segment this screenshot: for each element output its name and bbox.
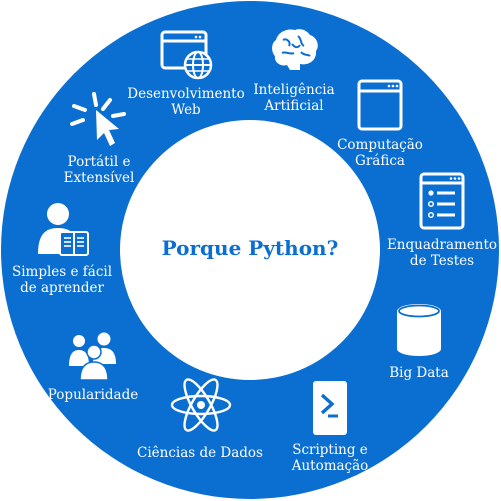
- label-web-development: Desenvolvimento Web: [127, 86, 245, 118]
- label-popularity: Popularidade: [47, 387, 139, 403]
- label-big-data: Big Data: [389, 365, 449, 381]
- label-computer-graphics: Computação Gráfica: [337, 137, 423, 169]
- window-icon: [357, 79, 403, 131]
- atom-icon: [170, 378, 232, 432]
- label-test-frameworks: Enquadramento de Testes: [386, 237, 498, 269]
- cursor-click-icon: [70, 92, 126, 146]
- checklist-icon: [419, 172, 465, 230]
- database-icon: [397, 304, 441, 356]
- terminal-icon: [313, 381, 347, 435]
- label-portable: Portátil e Extensível: [63, 154, 135, 186]
- label-artificial-intelligence: Inteligência Artificial: [253, 82, 335, 114]
- diagram-title: Porque Python?: [161, 236, 339, 260]
- label-scripting: Scripting e Automação: [291, 442, 369, 474]
- center-circle: [120, 120, 380, 380]
- reader-icon: [38, 203, 89, 256]
- browser-globe-icon: [160, 30, 213, 80]
- label-data-science: Ciências de Dados: [137, 445, 263, 461]
- label-easy-learning: Simples e fácil de aprender: [11, 264, 113, 296]
- people-icon: [69, 332, 116, 381]
- brain-icon: [272, 29, 318, 70]
